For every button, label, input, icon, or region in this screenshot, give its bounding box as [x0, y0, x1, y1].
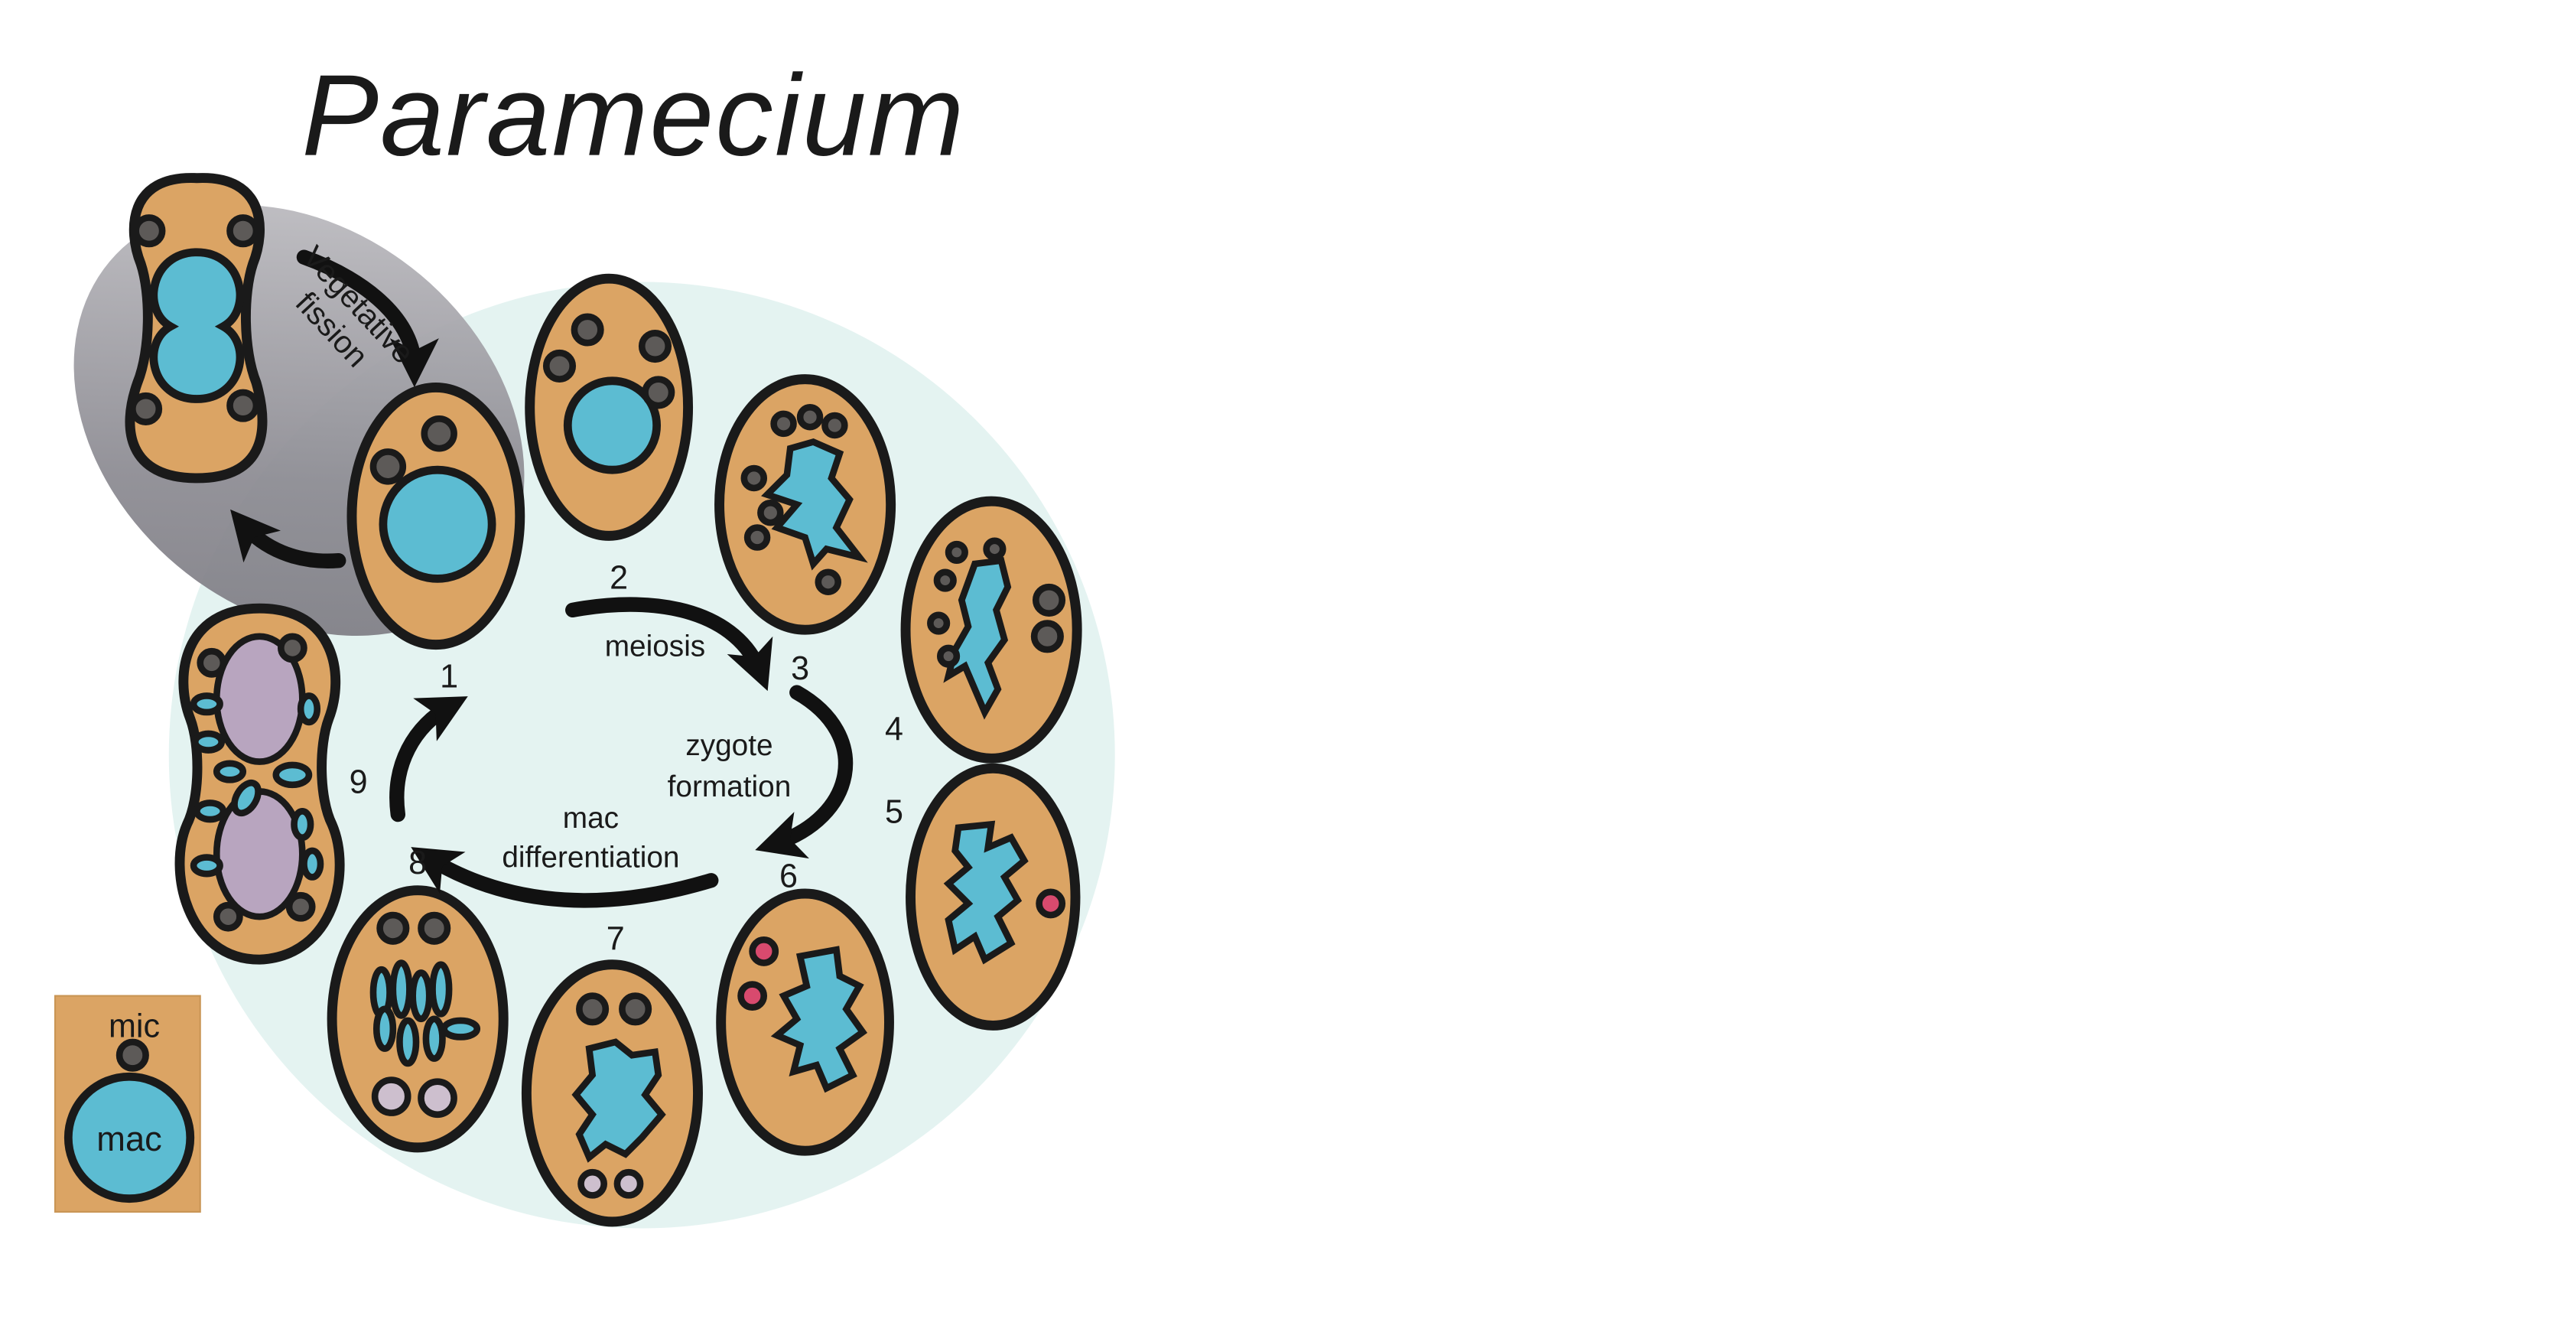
cell-stage-7 — [521, 959, 703, 1227]
stage-number-1: 1 — [440, 659, 458, 695]
label-mac: mac — [563, 802, 619, 835]
mac-differentiation-arrow — [411, 847, 719, 908]
label-zygote: zygote — [685, 729, 772, 762]
stage-number-6: 6 — [779, 858, 798, 894]
cell-stage-8 — [327, 885, 509, 1153]
stage-number-4: 4 — [885, 712, 903, 748]
meiosis-arrow — [565, 597, 773, 692]
stage-number-3: 3 — [791, 650, 809, 687]
stage-number-7: 7 — [607, 920, 625, 957]
cell-stage-6 — [716, 888, 894, 1156]
cell-stage-3 — [714, 374, 896, 635]
legend-mic-icon — [115, 1038, 149, 1072]
label-differentiation: differentiation — [502, 842, 679, 874]
cell-stage-5 — [906, 763, 1081, 1031]
cell-dividing — [125, 173, 268, 484]
stage-number-9: 9 — [350, 764, 368, 801]
cell-stage-9 — [174, 603, 345, 965]
legend: mic mac — [54, 995, 201, 1213]
stage9-to-1-arrow — [389, 696, 468, 822]
diagram-title: Paramecium — [301, 50, 965, 180]
stage-number-8: 8 — [408, 845, 427, 881]
label-formation: formation — [668, 770, 792, 803]
fission-arrow-down — [296, 249, 439, 388]
legend-mic-label: mic — [109, 1008, 160, 1044]
zygote-formation-arrow — [755, 685, 854, 859]
stage-number-2: 2 — [610, 559, 628, 596]
stage-number-5: 5 — [885, 793, 903, 830]
cell-stage-2 — [525, 273, 694, 541]
cell-stage-1 — [346, 382, 525, 650]
fission-arrow-back — [230, 509, 346, 568]
legend-mac-label: mac — [96, 1119, 162, 1158]
cell-stage-4 — [900, 496, 1082, 764]
legend-mac-icon — [63, 1072, 195, 1203]
label-meiosis: meiosis — [605, 630, 705, 663]
